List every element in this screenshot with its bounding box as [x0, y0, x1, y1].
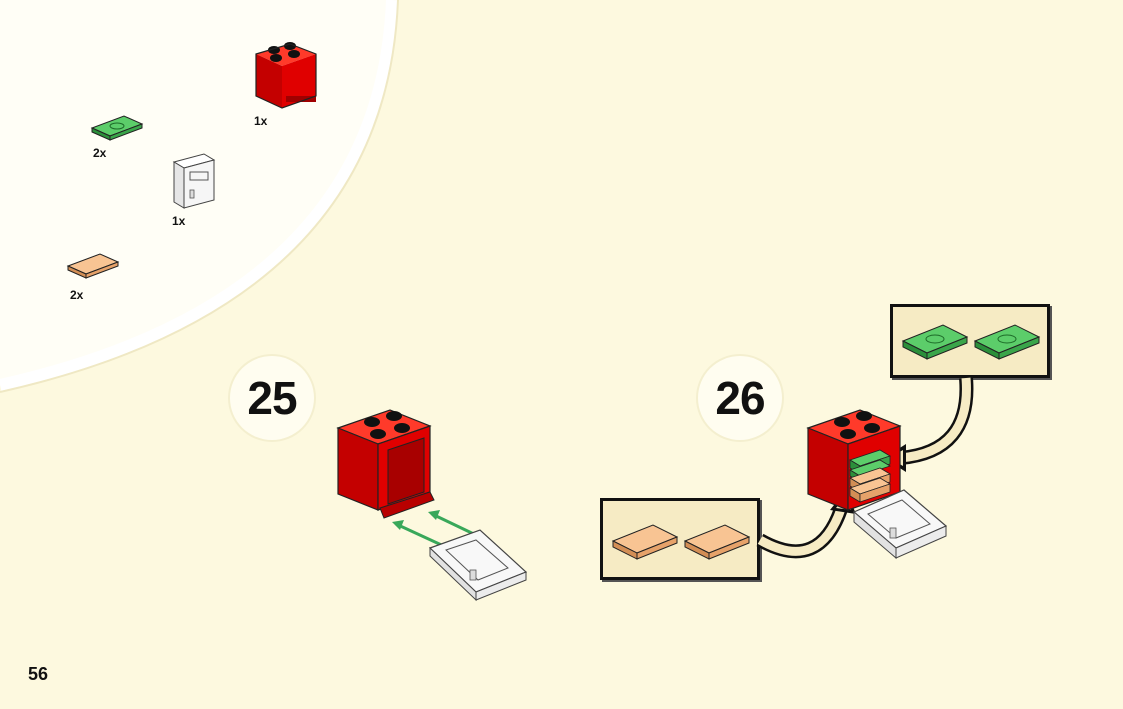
page-number: 56	[28, 664, 49, 684]
step-25-illustration	[336, 409, 528, 602]
green-tile-part	[901, 324, 1041, 360]
red-container-part	[255, 42, 317, 109]
quantity-label: 2x	[70, 288, 84, 302]
quantity-label: 1x	[254, 114, 268, 128]
callout-green-tiles	[890, 304, 1050, 378]
step-number-badge: 25	[230, 356, 314, 440]
transparent-door-part	[172, 153, 216, 209]
green-tile-part	[90, 115, 144, 141]
tan-tile-part	[611, 524, 751, 560]
step-number-badge: 26	[698, 356, 782, 440]
step-26-illustration	[806, 409, 948, 560]
quantity-label: 1x	[172, 214, 186, 228]
quantity-label: 2x	[93, 146, 107, 160]
callout-tan-tiles	[600, 498, 760, 580]
tan-tile-part	[66, 253, 120, 279]
